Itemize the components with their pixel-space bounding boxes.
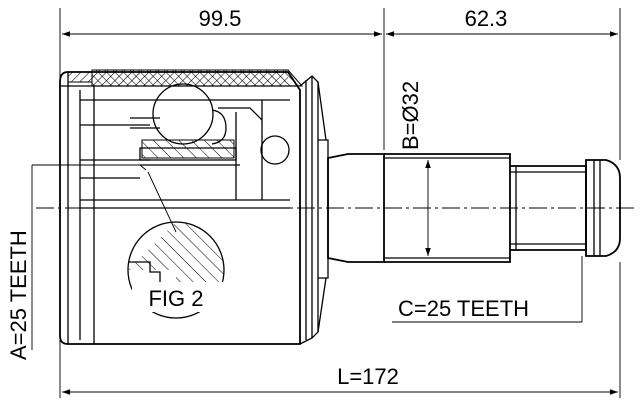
- ball-bearing-icon: [152, 83, 214, 145]
- fig2-callout: FIG 2: [127, 171, 225, 319]
- outer-teeth-label: A=25 TEETH: [6, 230, 31, 360]
- top-dimensions: 99.5 62.3: [59, 6, 621, 160]
- overall-length-label: L=172: [337, 364, 399, 389]
- shaft-diameter-label: B=Ø32: [398, 81, 423, 150]
- shaft-teeth-label: C=25 TEETH: [398, 296, 529, 321]
- shaft-teeth-annotation: C=25 TEETH: [392, 256, 583, 323]
- outer-race-housing: [59, 69, 329, 345]
- outer-teeth-annotation: A=25 TEETH: [6, 164, 147, 360]
- fig2-label: FIG 2: [148, 286, 203, 311]
- fig2-detail-circle: [127, 221, 225, 319]
- diameter-annotation: B=Ø32: [386, 81, 436, 259]
- shaft-length-label: 62.3: [465, 6, 508, 31]
- bottom-dimension: L=172: [59, 262, 621, 398]
- housing-length-label: 99.5: [199, 6, 242, 31]
